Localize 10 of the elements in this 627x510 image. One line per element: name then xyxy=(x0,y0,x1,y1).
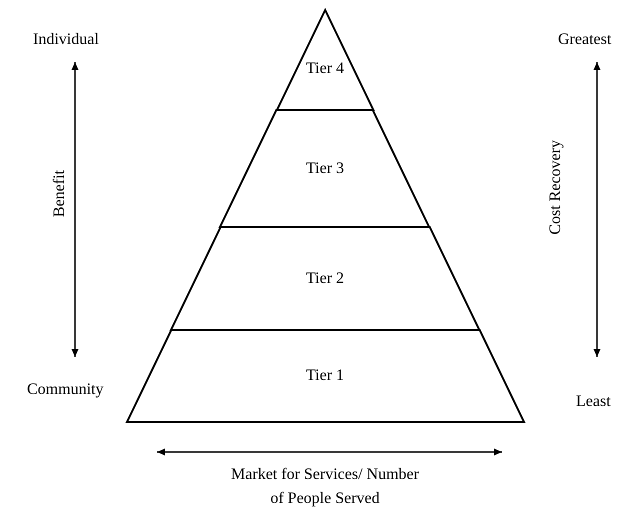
scale-end-label: Community xyxy=(27,381,104,399)
pyramid-tier: Tier 2 xyxy=(170,227,480,330)
scale-end-label: Least xyxy=(576,393,611,411)
axis-label: Benefit xyxy=(51,170,69,218)
axis-label: Cost Recovery xyxy=(547,140,565,235)
scale-end-label: Individual xyxy=(33,31,99,49)
pyramid-tier: Tier 1 xyxy=(126,330,524,422)
scale-end-label: Greatest xyxy=(558,31,612,49)
axis-label: Market for Services/ Number of People Served xyxy=(230,465,420,509)
pyramid-tier: Tier 4 xyxy=(276,10,374,110)
